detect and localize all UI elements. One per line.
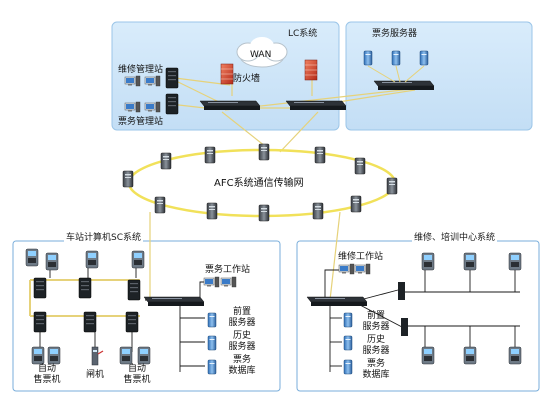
maint-rack	[165, 67, 179, 89]
network-device-icon	[154, 196, 166, 214]
sc-rack-3	[127, 279, 141, 301]
firewall-left	[220, 63, 234, 85]
mt-terminal-1	[421, 252, 435, 271]
firewall-right	[304, 59, 318, 81]
afc-network-label: AFC系统通信传输网	[214, 178, 304, 189]
network-device-icon	[354, 157, 366, 175]
sc-rack-6	[125, 311, 139, 333]
sc-rack-2	[78, 277, 92, 299]
maintenance-training-box	[296, 240, 540, 392]
ticket-rack	[165, 93, 179, 115]
sc-rack-4	[33, 311, 47, 333]
sc-terminal-3	[85, 250, 99, 269]
network-device-icon	[160, 152, 172, 170]
network-device-icon	[258, 143, 270, 161]
sc-vending-3	[119, 346, 133, 365]
ticket-server-1	[363, 50, 373, 66]
sc-vending-label-2: 自动售票机	[123, 364, 151, 385]
mt-system-title: 维修、培训中心系统	[412, 233, 498, 244]
sc-ticket-db-label: 票务数据库	[228, 355, 256, 376]
network-device-icon	[312, 202, 324, 220]
mt-history-server	[343, 335, 353, 351]
lc-switch-left	[199, 100, 261, 111]
ticket-server-panel	[345, 21, 533, 131]
lc-system-title: LC系统	[288, 29, 318, 39]
mt-ticket-db	[343, 359, 353, 375]
mt-terminal-4	[421, 346, 435, 365]
sc-switch	[143, 296, 205, 307]
network-device-icon	[204, 146, 216, 164]
mt-front-server	[343, 312, 353, 328]
sc-front-server	[207, 312, 217, 328]
mt-terminal-6	[508, 346, 522, 365]
maint-station-label: 维修管理站	[118, 65, 164, 75]
sc-history-server-label: 历史服务器	[228, 331, 256, 352]
ticket-server-2	[391, 50, 401, 66]
network-device-icon	[122, 170, 134, 188]
sc-rack-1	[33, 277, 47, 299]
sc-rack-5	[83, 311, 97, 333]
mt-switch	[306, 296, 368, 307]
sc-vending-2	[47, 346, 61, 365]
sc-terminal-1	[25, 248, 39, 267]
sc-front-server-label: 前置服务器	[228, 307, 256, 328]
sc-gate-label: 闸机	[85, 370, 104, 380]
mt-terminal-3	[508, 252, 522, 271]
network-device-icon	[386, 177, 398, 195]
network-device-icon	[314, 146, 326, 164]
mt-terminal-5	[463, 346, 477, 365]
sc-vending-1	[31, 346, 45, 365]
network-device-icon	[350, 195, 362, 213]
mt-ticket-db-label: 票务数据库	[362, 359, 390, 380]
wan-cloud	[236, 37, 288, 68]
ticket-server-3	[419, 50, 429, 66]
sc-ticket-db	[207, 359, 217, 375]
network-device-icon	[258, 204, 270, 222]
ticket-station-label: 票务管理站	[118, 117, 164, 127]
sc-history-server	[207, 335, 217, 351]
lc-switch-right	[285, 100, 347, 111]
mt-front-server-label: 前置服务器	[362, 311, 390, 332]
sc-system-title: 车站计算机SC系统	[64, 233, 143, 244]
mt-workstation-label: 维修工作站	[338, 252, 384, 262]
ticket-server-switch	[373, 80, 435, 91]
ticket-server-title: 票务服务器	[372, 29, 418, 39]
mt-terminal-2	[463, 252, 477, 271]
sc-workstation-label: 票务工作站	[205, 265, 251, 275]
sc-terminal-2	[45, 252, 59, 271]
mt-node-2	[401, 318, 408, 336]
mt-history-server-label: 历史服务器	[362, 335, 390, 356]
sc-vending-label-1: 自动售票机	[33, 364, 61, 385]
firewall-label: 防火墙	[233, 74, 261, 84]
wan-label: WAN	[250, 50, 272, 60]
sc-terminal-4	[131, 250, 145, 269]
sc-vending-4	[137, 346, 151, 365]
network-device-icon	[206, 202, 218, 220]
mt-node-1	[398, 282, 405, 300]
